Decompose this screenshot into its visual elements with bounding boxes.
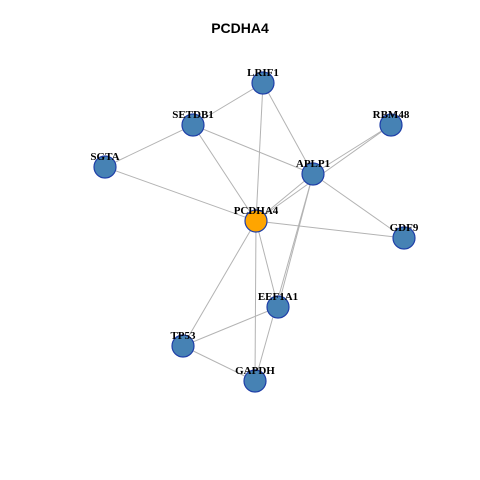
edge-aplp1-gapdh [254,173,314,382]
node-tp53 [171,334,195,358]
edge-pcdha4-gapdh [254,220,257,382]
node-label-pcdha4: PCDHA4 [234,205,279,217]
edge-tp53-gapdh [182,345,256,382]
node-label-setdb1: SETDB1 [172,109,214,121]
node-sgta [93,155,117,179]
edge-lrif1-setdb1 [192,82,264,126]
edge-pcdha4-gdf9 [255,220,405,239]
edge-sgta-pcdha4 [104,166,257,222]
edge-aplp1-pcdha4 [255,173,314,222]
node-label-sgta: SGTA [90,151,119,163]
edge-pcdha4-eef1a1 [255,220,279,308]
node-lrif1 [251,71,275,95]
node-pcdha4 [244,209,268,233]
edge-lrif1-aplp1 [262,82,314,175]
node-label-rbm48: RBM48 [373,109,410,121]
node-label-tp53: TP53 [170,330,196,342]
node-setdb1 [181,113,205,137]
node-gdf9 [392,226,416,250]
diagram-title: PCDHA4 [211,20,269,36]
edge-pcdha4-tp53 [182,220,257,347]
node-label-gapdh: GAPDH [235,365,275,377]
edge-eef1a1-tp53 [182,306,279,347]
edge-setdb1-pcdha4 [192,124,257,222]
edge-aplp1-gdf9 [312,173,405,239]
edge-rbm48-aplp1 [312,124,392,175]
node-gapdh [243,369,267,393]
node-label-lrif1: LRIF1 [247,67,279,79]
edge-setdb1-aplp1 [192,124,314,175]
node-label-gdf9: GDF9 [390,222,419,234]
edge-setdb1-sgta [104,124,194,168]
node-label-aplp1: APLP1 [296,158,330,170]
node-rbm48 [379,113,403,137]
node-aplp1 [301,162,325,186]
node-eef1a1 [266,295,290,319]
node-label-eef1a1: EEF1A1 [258,291,298,303]
